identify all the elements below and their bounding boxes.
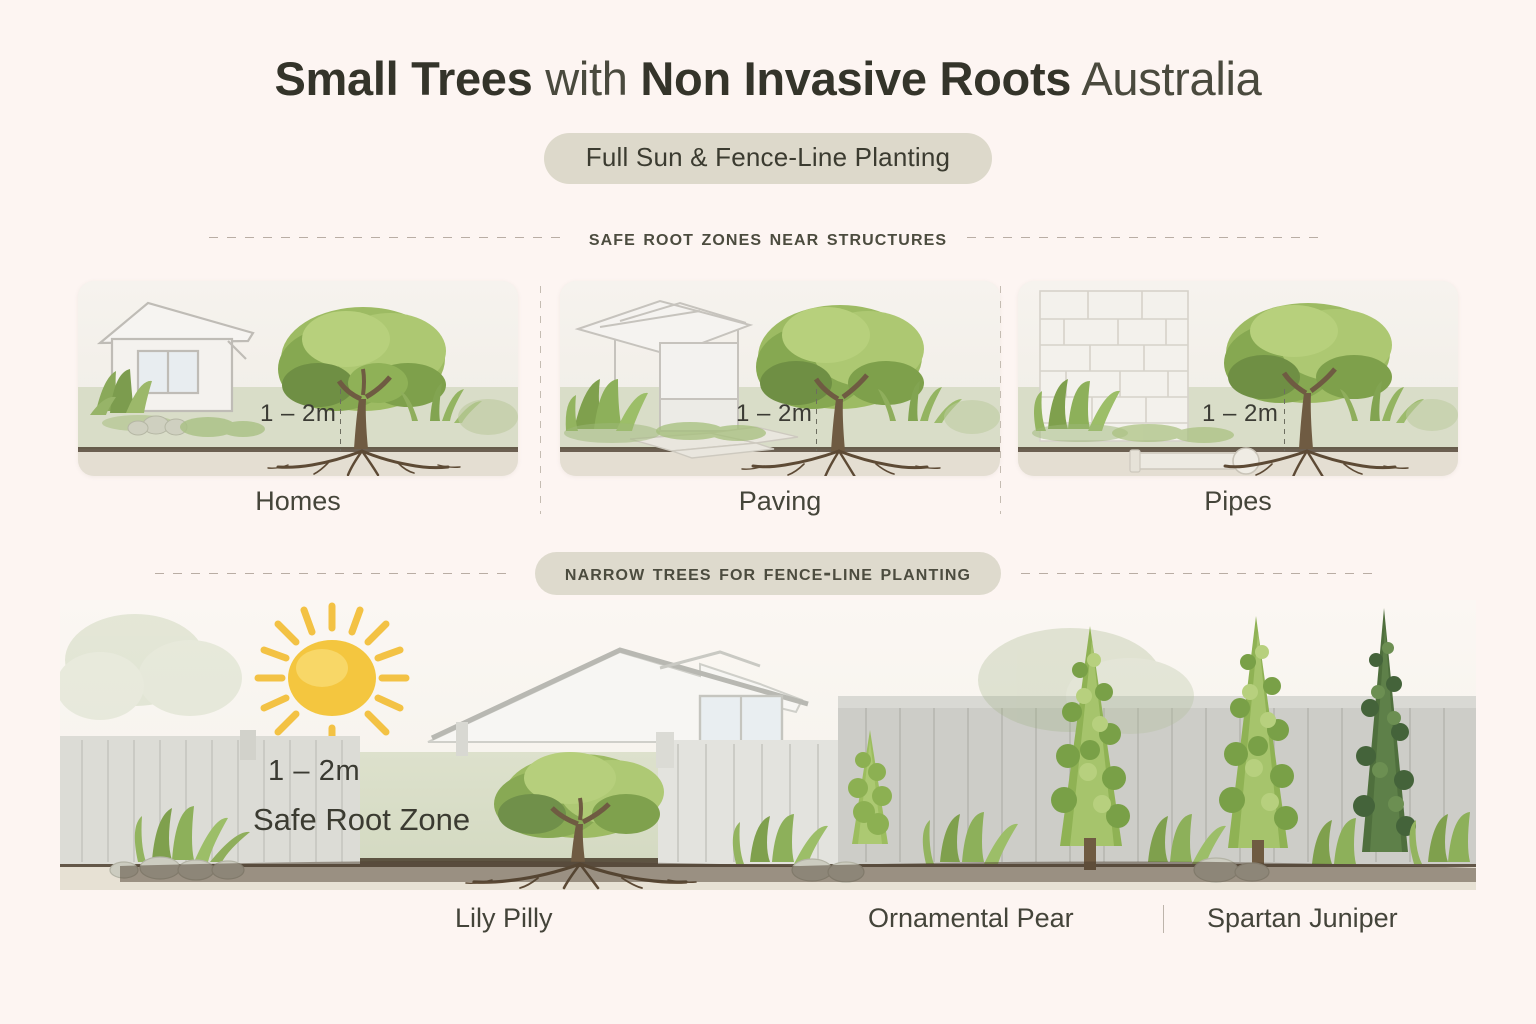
card-soil-line	[78, 447, 518, 452]
small-conical-shrub	[848, 730, 892, 844]
card-measurement-paving: 1 – 2m	[736, 400, 813, 427]
scene-measurement: 1 – 2m	[268, 755, 361, 787]
section-label-safe-root-zones: Safe Root Zones Near Structures	[588, 224, 948, 250]
pipes-illustration	[1032, 290, 1458, 476]
tree-canopy	[278, 307, 446, 411]
card-dash-guide-paving	[816, 389, 817, 451]
tree-label-divider	[1163, 905, 1164, 933]
title-part-3: Non Invasive Roots	[640, 52, 1072, 105]
subtitle-container: Full Sun & Fence-Line Planting	[0, 133, 1536, 184]
fence-line-scene	[60, 600, 1476, 890]
card-dash-guide-homes	[340, 389, 341, 451]
zone-card-label-pipes: Pipes	[1204, 486, 1272, 516]
dashed-rule-right	[967, 237, 1328, 238]
title-part-2: with	[532, 52, 641, 105]
card-subsoil	[560, 452, 1000, 476]
title-part-4: Australia	[1071, 52, 1262, 105]
safe-root-zone-label: Safe Root Zone	[253, 802, 471, 837]
section-header-narrow-trees: Narrow trees for Fence-Line Planting	[0, 552, 1536, 595]
dashed-rule-left	[208, 237, 569, 238]
card-measurement-pipes: 1 – 2m	[1202, 400, 1279, 427]
section-header-safe-root-zones: Safe Root Zones Near Structures	[0, 224, 1536, 251]
card-divider-1	[540, 286, 541, 514]
tree-label-lily-pilly: Lily Pilly	[455, 903, 553, 933]
card-soil-line	[560, 447, 1000, 452]
zone-card-label-paving: Paving	[738, 486, 822, 516]
card-subsoil	[78, 452, 518, 476]
card-soil-line	[1018, 447, 1458, 452]
card-measurement-homes: 1 – 2m	[260, 400, 337, 427]
zone-cards-row: 1 – 2m Homes	[0, 281, 1536, 531]
zone-card-homes[interactable]: 1 – 2m	[78, 281, 518, 476]
zone-card-label-homes: Homes	[255, 486, 341, 516]
paving-illustration	[564, 299, 1000, 476]
title-part-1: Small Trees	[274, 52, 533, 105]
tree-label-ornamental-pear: Ornamental Pear	[868, 903, 1074, 933]
scene-illustration	[60, 602, 1476, 890]
ornamental-pear-1	[1051, 626, 1130, 870]
ornamental-pear-2	[1219, 616, 1298, 870]
page-title: Small Trees with Non Invasive Roots Aust…	[0, 52, 1536, 107]
tree-label-spartan-juniper: Spartan Juniper	[1207, 903, 1398, 933]
foreground-plants	[109, 806, 1476, 883]
card-divider-2	[1000, 286, 1001, 514]
card-dash-guide-pipes	[1284, 389, 1285, 451]
dashed-rule-left-2	[154, 573, 515, 574]
zone-card-paving[interactable]: 1 – 2m	[560, 281, 1000, 476]
dashed-rule-right-2	[1021, 573, 1382, 574]
subtitle-badge: Full Sun & Fence-Line Planting	[543, 133, 993, 184]
sun-icon	[254, 602, 410, 754]
spartan-juniper	[1353, 608, 1416, 852]
zone-card-pipes[interactable]: 1 – 2m	[1018, 281, 1458, 476]
homes-illustration	[90, 301, 518, 476]
section-label-narrow-trees: Narrow trees for Fence-Line Planting	[534, 552, 1002, 595]
